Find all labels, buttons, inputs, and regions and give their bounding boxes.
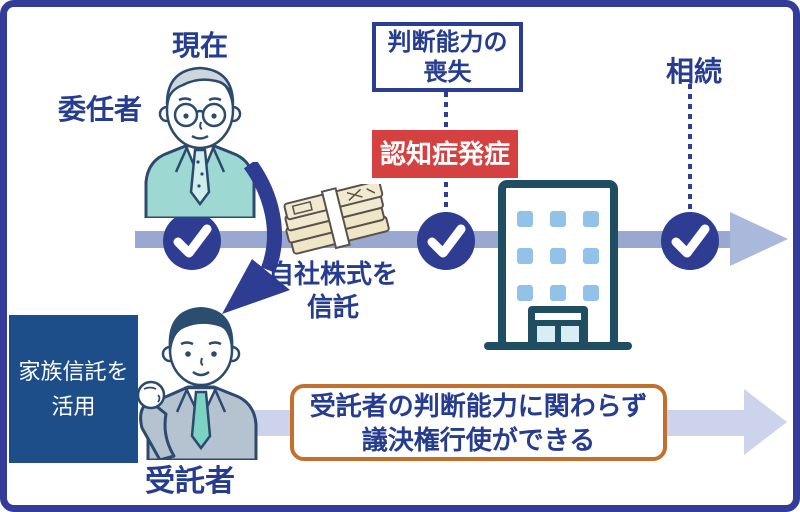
checkpoint-now-icon (163, 212, 221, 270)
curved-down-arrow-icon (222, 162, 290, 314)
checkpoint-dementia-icon (417, 212, 475, 270)
timeline-top-arrowhead-icon (730, 212, 788, 266)
dotted-connector-inheritance (688, 84, 692, 214)
trust-shares-line1: 自社株式を (267, 259, 398, 289)
check-icon (427, 224, 466, 258)
trustee-label: 受託者 (145, 465, 235, 498)
trustor-label: 委任者 (57, 94, 142, 125)
checkpoint-inheritance-icon (661, 212, 719, 270)
check-icon (173, 224, 212, 258)
office-building-icon (484, 180, 632, 350)
benefit-line1: 受託者の判断能力に関わらず (309, 390, 648, 421)
family-trust-line2: 活用 (51, 394, 96, 419)
young-man-illustration (136, 307, 258, 460)
loss-of-judgment-box: 判断能力の 喪失 (372, 22, 523, 92)
now-label: 現在 (171, 30, 228, 61)
family-trust-box: 家族信託を 活用 (9, 315, 138, 463)
timeline-bottom-arrowhead-icon (744, 389, 787, 455)
trust-shares-line2: 信託 (306, 292, 359, 322)
money-bundle-icon (283, 184, 390, 255)
family-trust-line1: 家族信託を (18, 359, 129, 384)
voting-rights-benefit-box: 受託者の判断能力に関わらず 議決権行使ができる (290, 384, 667, 461)
inheritance-label: 相続 (665, 56, 722, 87)
check-icon (671, 224, 710, 258)
benefit-line2: 議決権行使ができる (361, 424, 596, 455)
dementia-onset-badge: 認知症発症 (372, 130, 518, 178)
elderly-man-illustration (144, 66, 256, 218)
loss-box-line2: 喪失 (423, 59, 472, 86)
trust-shares-label: 自社株式を 信託 (263, 258, 403, 324)
loss-box-line1: 判断能力の (387, 29, 508, 56)
